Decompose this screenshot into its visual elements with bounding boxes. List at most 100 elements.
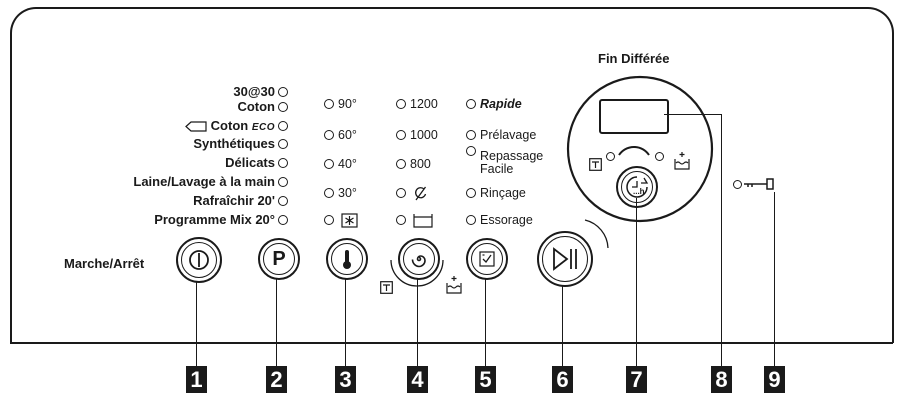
spin-800-label: 800 — [410, 157, 431, 171]
on-off-label: Marche/Arrêt — [64, 256, 145, 271]
delay-button[interactable]: ...h — [616, 166, 658, 208]
option-rapide-label: Rapide — [480, 97, 522, 111]
temp-60[interactable]: 60° — [324, 127, 357, 143]
option-essorage-led — [466, 214, 476, 225]
thermometer-icon — [343, 250, 351, 269]
programme-coton-eco[interactable]: Coton ECO — [184, 118, 288, 136]
programme-synthetiques-led — [278, 138, 288, 149]
panel-bottom-edge — [10, 342, 893, 344]
callout-7: 7 — [626, 366, 647, 393]
temp-cold[interactable] — [324, 212, 359, 228]
label-tag-icon — [184, 121, 207, 132]
child-lock-led — [733, 180, 742, 189]
spin-800[interactable]: 800 — [396, 156, 431, 172]
programme-delicats-label: Délicats — [225, 155, 275, 170]
option-rincage[interactable]: Rinçage — [466, 185, 526, 201]
callout-8: 8 — [711, 366, 732, 393]
leader-1 — [196, 282, 197, 366]
temp-30-led — [324, 187, 334, 198]
leader-8 — [721, 114, 722, 366]
programme-button-label: P — [272, 247, 286, 270]
rinse-plus-icon — [446, 276, 462, 294]
programme-30at30[interactable]: 30@30 — [233, 84, 288, 100]
programme-coton-led — [278, 101, 288, 112]
programme-delicats[interactable]: Délicats — [225, 155, 288, 171]
callout-4: 4 — [407, 366, 428, 393]
clock-arrow-icon — [626, 176, 649, 198]
spin-800-led — [396, 158, 406, 169]
spin-1200-led — [396, 98, 406, 109]
programme-laine[interactable]: Laine/Lavage à la main — [133, 174, 288, 190]
temp-30-label: 30° — [338, 186, 357, 200]
programme-30at30-label: 30@30 — [233, 84, 275, 99]
delay-led-left — [606, 152, 615, 161]
programme-delicats-led — [278, 157, 288, 168]
leader-8-horizontal — [664, 114, 722, 115]
temp-90-label: 90° — [338, 97, 357, 111]
callout-1: 1 — [186, 366, 207, 393]
key-icon — [744, 178, 774, 190]
spin-1000[interactable]: 1000 — [396, 127, 438, 143]
spin-rinse-hold[interactable] — [396, 212, 434, 228]
spin-1200[interactable]: 1200 — [396, 96, 438, 112]
leader-3 — [345, 278, 346, 366]
programme-laine-label: Laine/Lavage à la main — [133, 174, 275, 189]
programme-laine-led — [278, 176, 288, 187]
leader-6 — [562, 285, 563, 366]
option-prelavage-led — [466, 129, 476, 140]
temp-90-led — [324, 98, 334, 109]
callout-2: 2 — [266, 366, 287, 393]
option-rapide-led — [466, 98, 476, 109]
temp-90[interactable]: 90° — [324, 96, 357, 112]
programme-mix[interactable]: Programme Mix 20° — [154, 212, 288, 228]
programme-mix-led — [278, 214, 288, 225]
option-essorage[interactable]: Essorage — [466, 212, 533, 228]
programme-synthetiques[interactable]: Synthétiques — [193, 136, 288, 152]
option-essorage-label: Essorage — [480, 213, 533, 227]
temp-40-label: 40° — [338, 157, 357, 171]
spin-1000-led — [396, 129, 406, 140]
temp-30[interactable]: 30° — [324, 185, 357, 201]
spin-none[interactable] — [396, 185, 429, 201]
temp-60-label: 60° — [338, 128, 357, 142]
delay-led-right — [655, 152, 664, 161]
delay-hours-label: ...h — [633, 187, 645, 196]
on-off-button[interactable] — [176, 237, 222, 283]
delay-arc-indicator — [618, 146, 650, 156]
programme-synthetiques-label: Synthétiques — [193, 136, 275, 151]
leader-9 — [774, 192, 775, 366]
start-button-arc — [584, 219, 609, 249]
programme-coton[interactable]: Coton — [237, 99, 288, 115]
programme-mix-label: Programme Mix 20° — [154, 212, 275, 227]
option-rapide[interactable]: Rapide — [466, 96, 522, 112]
spin-button[interactable] — [398, 238, 440, 280]
spin-1000-label: 1000 — [410, 128, 438, 142]
spin-rinse-hold-led — [396, 214, 406, 225]
delay-title: Fin Différée — [598, 51, 670, 66]
rinse-plus-dial-icon — [674, 152, 690, 170]
temp-40-led — [324, 158, 334, 169]
option-prelavage-label: Prélavage — [480, 128, 537, 142]
spin-none-led — [396, 187, 406, 198]
temperature-button[interactable] — [326, 238, 368, 280]
play-pause-icon — [553, 247, 577, 271]
programme-rafraichir[interactable]: Rafraîchir 20' — [193, 193, 288, 209]
start-pause-button[interactable] — [537, 231, 593, 287]
no-spin-icon — [415, 186, 427, 201]
leader-4 — [417, 278, 418, 366]
option-repassage-label: Repassage — [480, 149, 544, 163]
programme-coton-eco-led — [278, 120, 288, 131]
spin-1200-label: 1200 — [410, 97, 438, 111]
leader-5 — [485, 278, 486, 366]
callout-5: 5 — [475, 366, 496, 393]
options-button[interactable] — [466, 238, 508, 280]
programme-coton-eco-label: Coton ECO — [210, 118, 275, 133]
programme-30at30-led — [278, 86, 288, 97]
programme-button[interactable]: P — [258, 238, 300, 280]
temp-40[interactable]: 40° — [324, 156, 357, 172]
temp-cold-led — [324, 214, 334, 225]
option-rincage-label: Rinçage — [480, 186, 526, 200]
leader-2 — [276, 278, 277, 366]
option-prelavage[interactable]: Prélavage — [466, 127, 536, 143]
